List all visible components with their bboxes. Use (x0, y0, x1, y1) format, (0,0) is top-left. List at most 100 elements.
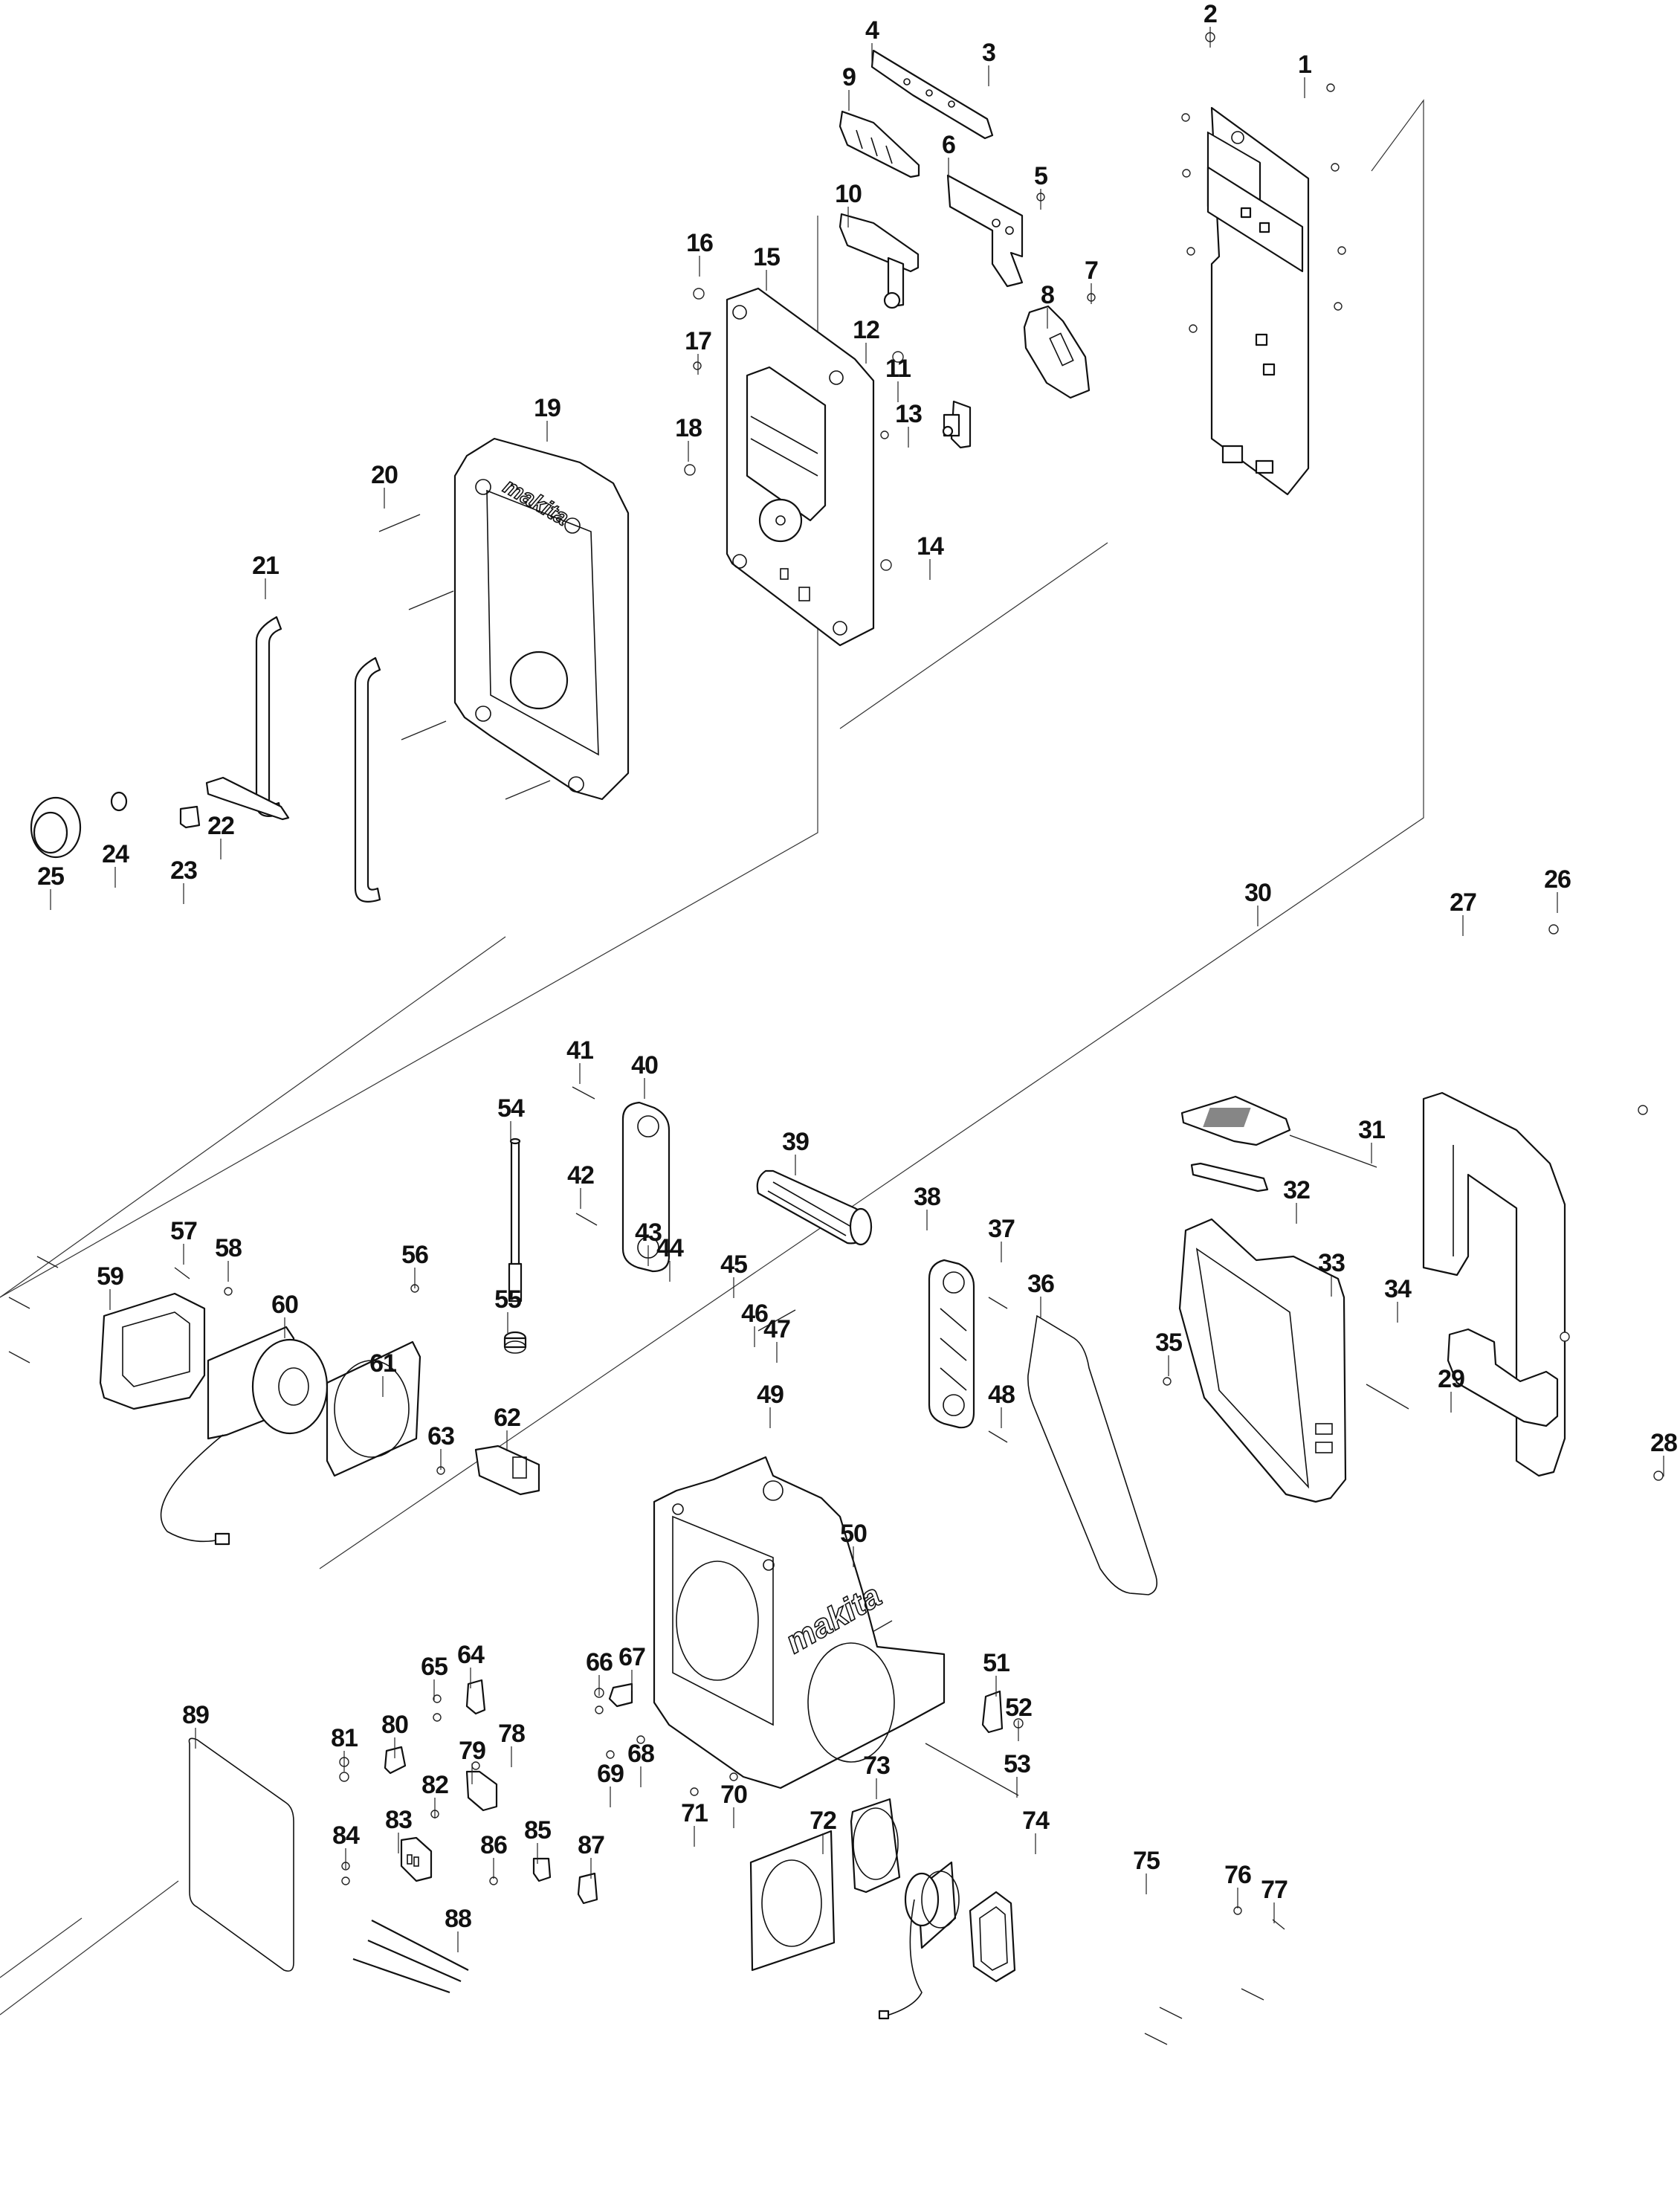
callout-15: 15 (753, 243, 780, 271)
callout-20: 20 (371, 461, 398, 489)
callout-8: 8 (1041, 281, 1054, 309)
right-speaker-screws (1144, 1906, 1285, 2045)
part-bracket-6 (946, 174, 1045, 288)
part-battery-housing-33 (1178, 1218, 1347, 1503)
part-switch-11 (942, 400, 972, 449)
callout-labels: 1234567891011121314151617181920212223242… (37, 0, 1678, 1933)
part-speaker-74 (878, 1861, 960, 2020)
callout-19: 19 (534, 394, 560, 422)
callout-30: 30 (1244, 879, 1271, 907)
callout-40: 40 (631, 1051, 658, 1079)
callout-59: 59 (97, 1262, 123, 1291)
callout-62: 62 (494, 1404, 520, 1432)
callout-74: 74 (1022, 1807, 1050, 1835)
part-clip-23 (179, 805, 201, 829)
part-handle-end-38 (928, 1259, 975, 1429)
callout-67: 67 (618, 1643, 645, 1671)
callout-82: 82 (421, 1771, 448, 1799)
callout-49: 49 (757, 1381, 784, 1409)
part-button-strip-10 (839, 213, 920, 309)
callout-73: 73 (863, 1752, 890, 1780)
callout-22: 22 (207, 812, 234, 840)
callout-80: 80 (381, 1711, 408, 1739)
part-latch-32 (1190, 1162, 1269, 1192)
part-cover-80 (339, 1746, 407, 1782)
callout-89: 89 (182, 1701, 209, 1729)
part-bushing-55 (503, 1331, 527, 1354)
callout-24: 24 (102, 840, 129, 868)
callout-86: 86 (480, 1831, 507, 1859)
callout-52: 52 (1005, 1694, 1032, 1722)
callout-41: 41 (566, 1036, 593, 1065)
part-main-housing-49: makita (653, 1456, 946, 1789)
callout-16: 16 (686, 229, 713, 257)
callout-81: 81 (331, 1724, 358, 1752)
callout-31: 31 (1358, 1116, 1385, 1144)
callout-68: 68 (627, 1740, 654, 1768)
callout-29: 29 (1438, 1365, 1464, 1393)
callout-45: 45 (720, 1250, 747, 1279)
part-handle-rod-21 (255, 616, 381, 903)
callout-25: 25 (37, 862, 64, 891)
callout-18: 18 (675, 414, 702, 442)
part-cap-51 (925, 1690, 1024, 1796)
part-bracket-87 (577, 1872, 598, 1905)
battery-pins (1163, 1135, 1409, 1410)
part-button-strip-9 (839, 110, 920, 178)
callout-76: 76 (1224, 1861, 1251, 1889)
callout-78: 78 (498, 1720, 525, 1748)
callout-56: 56 (401, 1241, 428, 1269)
callout-32: 32 (1283, 1176, 1310, 1204)
callout-42: 42 (567, 1161, 594, 1190)
callout-6: 6 (942, 131, 955, 159)
callout-38: 38 (914, 1183, 940, 1211)
part-speaker-60 (160, 1326, 329, 1546)
callout-51: 51 (983, 1649, 1009, 1677)
part-jack-board-62 (436, 1445, 540, 1496)
part-gasket-36 (1027, 1314, 1158, 1595)
part-connector-64 (433, 1679, 486, 1722)
callout-34: 34 (1384, 1275, 1412, 1303)
part-o-ring-24 (110, 791, 128, 812)
callout-3: 3 (982, 39, 995, 67)
callout-7: 7 (1085, 256, 1098, 285)
front-panel-screws (684, 288, 904, 571)
left-speaker-screws (8, 1256, 419, 1363)
part-front-bumper-19: makita (453, 437, 630, 801)
callout-43: 43 (635, 1219, 662, 1247)
bumper-long-screws (378, 514, 551, 800)
part-antenna-54 (508, 1137, 523, 1303)
callout-leader-lines (50, 27, 1664, 1952)
washers-and-screws-68-71 (606, 1735, 738, 1796)
callout-23: 23 (170, 856, 197, 885)
callout-60: 60 (271, 1291, 298, 1319)
callout-72: 72 (810, 1807, 836, 1835)
callout-66: 66 (586, 1648, 613, 1676)
part-pcb-main (1181, 32, 1346, 496)
callout-88: 88 (445, 1905, 471, 1933)
callout-63: 63 (427, 1422, 454, 1450)
callout-65: 65 (421, 1653, 448, 1681)
callout-35: 35 (1155, 1329, 1182, 1357)
part-speaker-gasket-61 (326, 1340, 421, 1477)
callout-84: 84 (332, 1821, 360, 1850)
callout-14: 14 (917, 532, 944, 561)
callout-47: 47 (763, 1315, 790, 1343)
callout-9: 9 (842, 63, 856, 91)
part-speaker-plate-72 (749, 1830, 836, 1972)
callout-36: 36 (1027, 1270, 1054, 1298)
callout-61: 61 (369, 1349, 396, 1378)
callout-13: 13 (895, 400, 922, 428)
callout-77: 77 (1261, 1876, 1288, 1904)
part-speaker-bezel-59 (99, 1292, 206, 1410)
part-speaker-bezel-75 (969, 1891, 1016, 1983)
callout-54: 54 (497, 1094, 525, 1123)
callout-85: 85 (524, 1816, 551, 1844)
callout-1: 1 (1298, 51, 1311, 79)
callout-69: 69 (597, 1760, 624, 1788)
callout-39: 39 (782, 1128, 809, 1156)
part-bracket-85 (489, 1857, 552, 1885)
callout-48: 48 (988, 1381, 1015, 1409)
callout-53: 53 (1004, 1750, 1030, 1778)
part-speaker-gasket-73 (850, 1798, 901, 1894)
